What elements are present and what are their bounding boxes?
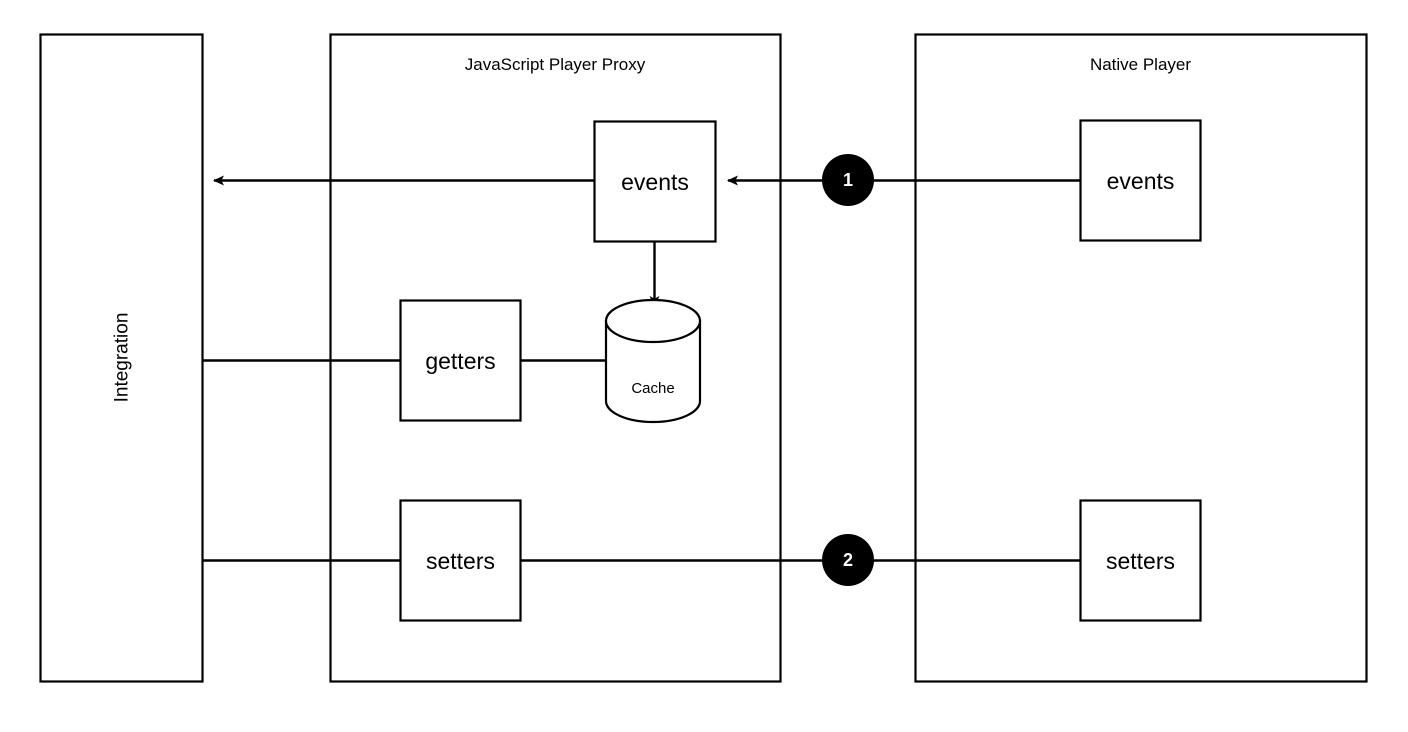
container-integration[interactable] [39, 33, 204, 683]
node-native-setters[interactable] [1079, 499, 1202, 622]
node-js-getters[interactable] [399, 299, 522, 422]
badge-2-circle[interactable] [822, 534, 874, 586]
node-cache[interactable] [604, 298, 702, 424]
node-js-events[interactable] [593, 120, 717, 243]
badge-1-circle[interactable] [822, 154, 874, 206]
node-native-events[interactable] [1079, 119, 1202, 242]
node-js-setters[interactable] [399, 499, 522, 622]
